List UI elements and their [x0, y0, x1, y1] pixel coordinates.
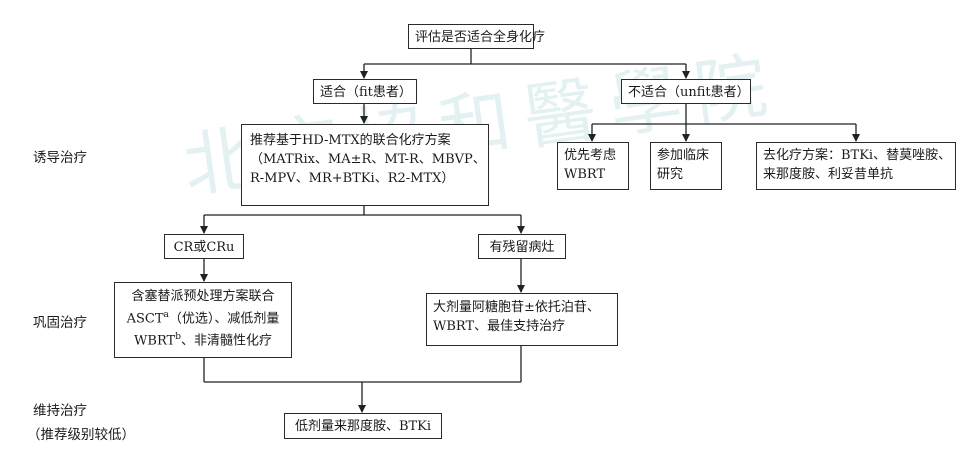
stage-label-consolidation: 巩固治疗	[33, 315, 87, 331]
consol-cr-line-2-rest: （优选）、减低剂量	[168, 311, 280, 327]
consol-cr-line-3: WBRTb、非清髓性化疗	[121, 328, 285, 350]
stage-label-induction: 诱导治疗	[33, 150, 87, 166]
consol-cr-asct: ASCT	[126, 311, 164, 327]
hdmtx-line-1: 推荐基于HD-MTX的联合化疗方案	[250, 133, 451, 148]
node-clinical-trial: 参加临床 研究	[650, 142, 722, 190]
footnote-b: b	[175, 332, 181, 343]
clinical-trial-line-2: 研究	[657, 167, 684, 182]
hdmtx-line-3: R-MPV、MR+BTKi、R2-MTX）	[250, 171, 455, 186]
node-maintenance-text: 低剂量来那度胺、BTKi	[294, 419, 432, 434]
consol-cr-line-3-rest: 、非清髓性化疗	[180, 333, 272, 349]
node-unfit: 不适合（unfit患者）	[621, 79, 751, 104]
node-wbrt-first: 优先考虑 WBRT	[557, 142, 629, 190]
stage-label-maintenance-note: （推荐级别较低）	[27, 427, 135, 443]
node-residual-disease: 有残留病灶	[478, 234, 566, 259]
node-hdmtx-regimen: 推荐基于HD-MTX的联合化疗方案 （MATRix、MA±R、MT-R、MBVP…	[241, 124, 489, 206]
footnote-a: a	[163, 310, 169, 320]
node-fit: 适合（fit患者）	[313, 79, 417, 104]
chemo-free-line-1: 去化疗方案：BTKi、替莫唑胺、	[763, 148, 952, 163]
node-consolidation-cr: 含塞替派预处理方案联合 ASCTa（优选）、减低剂量 WBRTb、非清髓性化疗	[114, 282, 292, 358]
clinical-trial-line-1: 参加临床	[657, 148, 710, 163]
wbrt-first-line-1: 优先考虑	[564, 148, 617, 163]
node-residual-disease-text: 有残留病灶	[489, 240, 555, 255]
stage-label-maintenance: 维持治疗	[33, 403, 87, 419]
consol-cr-wbrt: WBRT	[134, 333, 176, 349]
consol-cr-line-2: ASCTa（优选）、减低剂量	[121, 306, 285, 328]
node-fit-text: 适合（fit患者）	[320, 85, 412, 100]
node-unfit-text: 不适合（unfit患者）	[628, 85, 750, 100]
hdmtx-line-2: （MATRix、MA±R、MT-R、MBVP、	[250, 152, 486, 167]
consol-res-line-2: WBRT、最佳支持治疗	[433, 319, 566, 334]
consol-cr-line-1: 含塞替派预处理方案联合	[131, 289, 275, 304]
node-maintenance: 低剂量来那度胺、BTKi	[284, 413, 442, 439]
node-cr-cru-text: CR或CRu	[173, 240, 235, 255]
wbrt-first-line-2: WBRT	[564, 167, 606, 182]
consol-res-line-1: 大剂量阿糖胞苷±依托泊苷、	[433, 300, 600, 315]
node-cr-cru: CR或CRu	[164, 234, 244, 259]
node-assess-fitness: 评估是否适合全身化疗	[408, 24, 545, 49]
node-chemo-free: 去化疗方案：BTKi、替莫唑胺、 来那度胺、利妥昔单抗	[756, 142, 956, 190]
node-assess-fitness-text: 评估是否适合全身化疗	[415, 30, 546, 45]
chemo-free-line-2: 来那度胺、利妥昔单抗	[763, 167, 894, 182]
node-consolidation-residual: 大剂量阿糖胞苷±依托泊苷、 WBRT、最佳支持治疗	[426, 293, 618, 346]
